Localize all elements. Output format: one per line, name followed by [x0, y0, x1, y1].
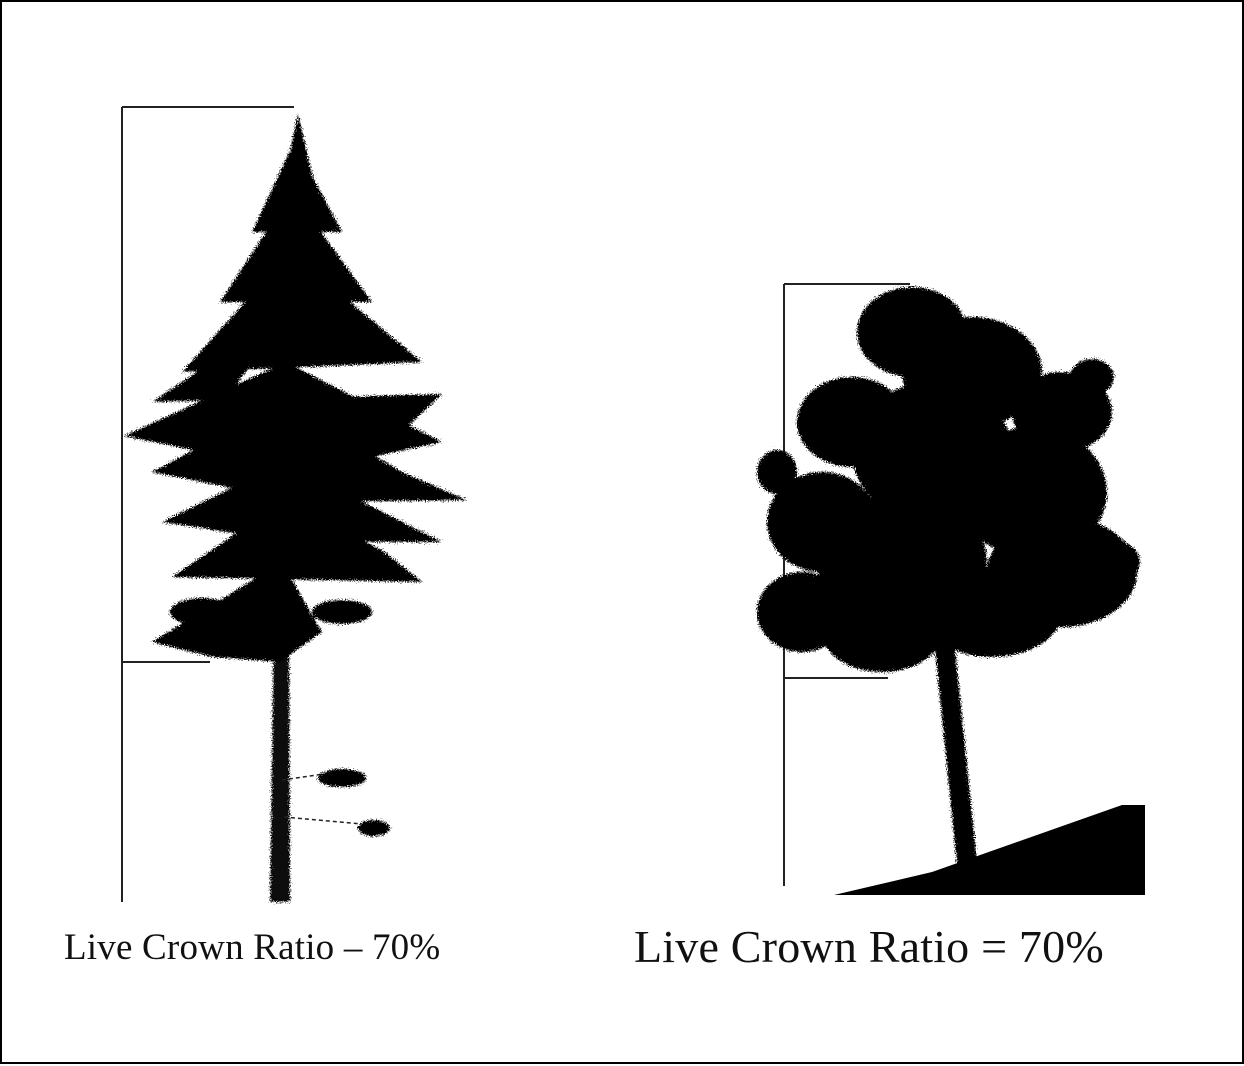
ground-slope [834, 805, 1145, 895]
right-panel [757, 283, 1145, 895]
left-height-bracket [121, 106, 294, 902]
left-panel [121, 106, 467, 902]
dead-branch-lines [281, 773, 363, 825]
broadleaf-tree-on-slope-icon [757, 287, 1140, 864]
conifer-tree-icon [124, 114, 467, 902]
right-caption: Live Crown Ratio = 70% [634, 921, 1104, 972]
left-caption: Live Crown Ratio – 70% [64, 927, 441, 968]
